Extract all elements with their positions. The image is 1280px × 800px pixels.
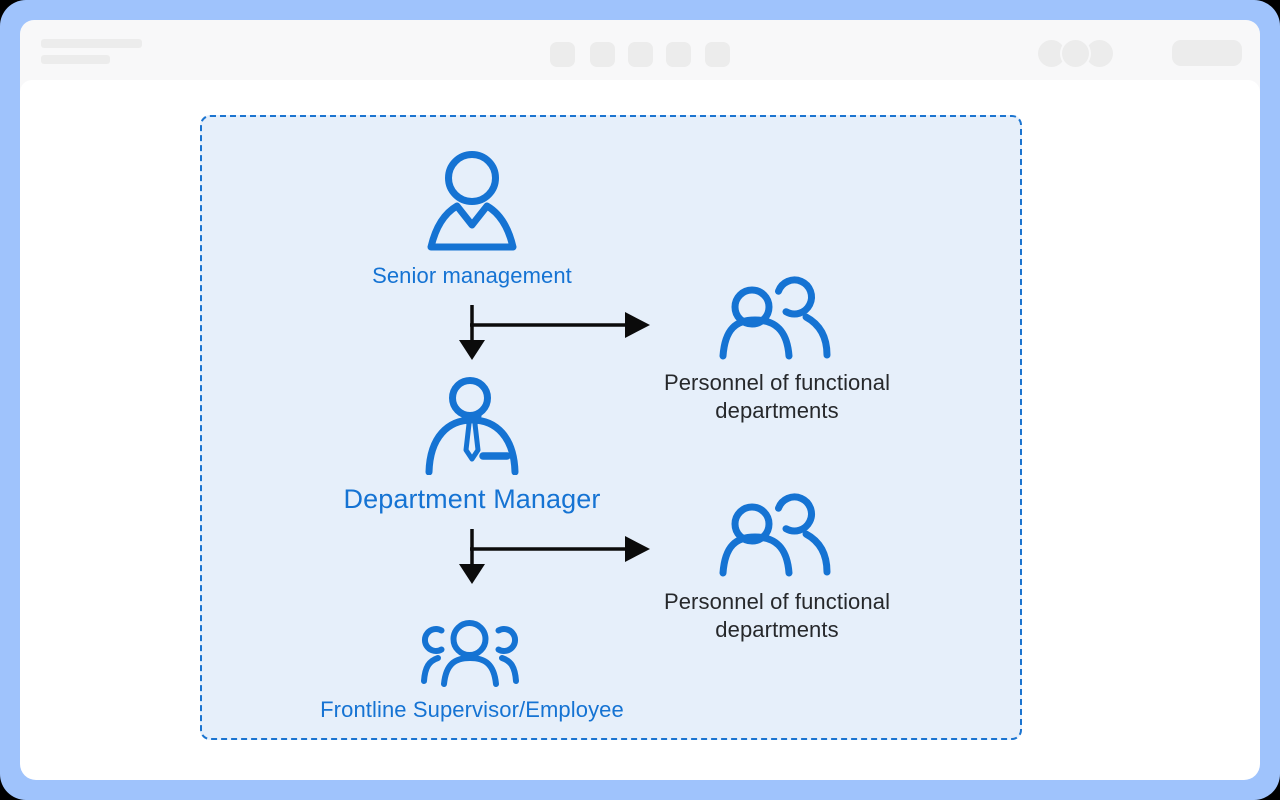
two-people-icon xyxy=(719,274,832,362)
personnel-top-label: Personnel of functional departments xyxy=(577,369,977,425)
personnel-top-label-line1: Personnel of functional xyxy=(663,370,891,395)
toolbar-circle-button[interactable] xyxy=(1062,40,1089,67)
toolbar-button[interactable] xyxy=(590,42,615,67)
toolbar-circle-button[interactable] xyxy=(1086,40,1113,67)
toolbar-skeleton-line xyxy=(41,55,110,64)
org-chart-panel: Senior management xyxy=(200,115,1022,740)
senior-management-label: Senior management xyxy=(372,263,572,288)
three-people-icon xyxy=(420,615,520,687)
toolbar-button[interactable] xyxy=(666,42,691,67)
toolbar-pill-button[interactable] xyxy=(1172,40,1242,66)
toolbar-skeleton-line xyxy=(41,39,142,48)
person-tie-icon xyxy=(425,375,519,475)
connector-arrow-manager xyxy=(452,526,652,608)
frontline-supervisor-label: Frontline Supervisor/Employee xyxy=(320,697,624,722)
personnel-bottom-label-line2: departments xyxy=(715,617,839,642)
personnel-bottom-label-line1: Personnel of functional xyxy=(663,589,891,614)
personnel-top-label-line2: departments xyxy=(715,398,839,423)
connector-arrow-senior xyxy=(452,302,652,384)
two-people-icon xyxy=(719,491,832,579)
department-manager-label: Department Manager xyxy=(343,484,601,514)
toolbar-button[interactable] xyxy=(628,42,653,67)
toolbar-button[interactable] xyxy=(705,42,730,67)
toolbar-button[interactable] xyxy=(550,42,575,67)
personnel-bottom-label: Personnel of functional departments xyxy=(577,588,977,644)
toolbar-circle-button[interactable] xyxy=(1038,40,1065,67)
page-content: Senior management xyxy=(20,80,1260,780)
person-collar-icon xyxy=(425,149,519,251)
